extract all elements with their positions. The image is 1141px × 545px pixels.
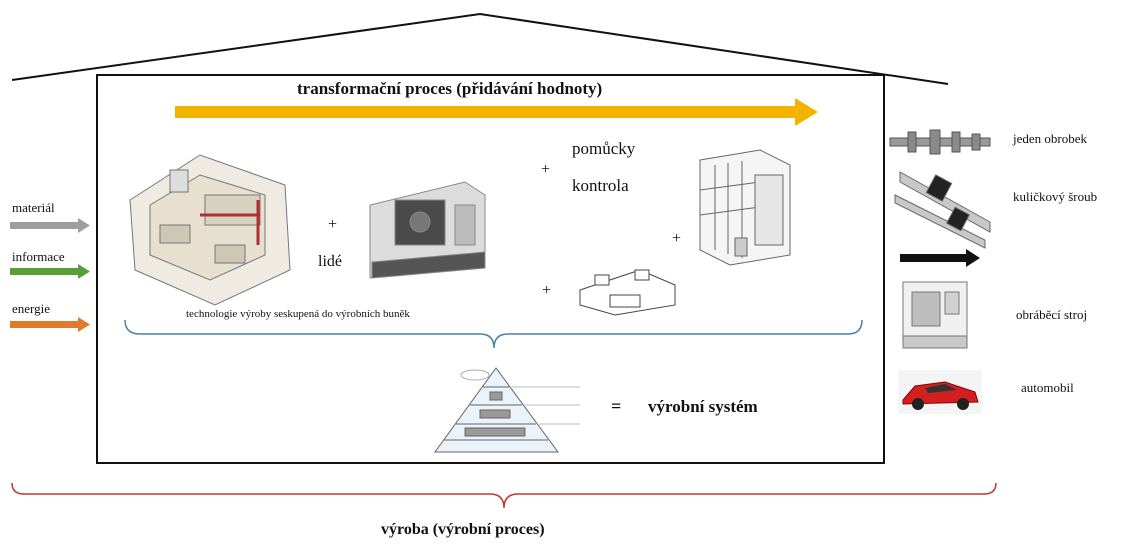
production-footer-label: výroba (výrobní proces) <box>381 521 545 538</box>
input-arrow-energy <box>10 317 90 332</box>
production-brace <box>11 482 997 509</box>
workpiece-illustration <box>889 129 991 155</box>
car-illustration <box>898 370 982 414</box>
machine-tool-illustration <box>902 281 968 349</box>
input-arrow-material <box>10 218 90 233</box>
output-workpiece-label: jeden obrobek <box>1013 131 1088 146</box>
plus-sign-4: + <box>542 282 552 299</box>
cnc-lathe-illustration <box>369 181 486 279</box>
equals-sign: = <box>611 396 622 416</box>
people-label: lidé <box>318 253 342 270</box>
fixture-illustration <box>579 269 676 316</box>
components-brace <box>124 319 863 349</box>
input-arrow-information <box>10 264 90 279</box>
house-frame <box>96 74 885 464</box>
output-ballscrew-label: kuličkový šroub <box>1013 189 1098 204</box>
process-arrow <box>175 98 818 126</box>
cells-caption: technologie výroby seskupená do výrobníc… <box>186 308 410 320</box>
output-arrow <box>900 249 980 267</box>
input-material-label: materiál <box>12 200 55 215</box>
plus-sign-1: + <box>328 216 338 233</box>
input-energy-label: energie <box>12 301 51 316</box>
output-machine-tool-label: obráběcí stroj <box>1016 307 1088 322</box>
pyramid-illustration <box>434 367 580 453</box>
aids-label: pomůcky <box>572 139 636 158</box>
plus-sign-2: + <box>541 161 551 178</box>
manufacturing-cell-illustration <box>129 154 291 306</box>
storage-rack-illustration <box>699 149 791 266</box>
plus-sign-3: + <box>672 230 682 247</box>
production-system-label: výrobní systém <box>648 397 758 416</box>
output-car-label: automobil <box>1021 380 1074 395</box>
ballscrew-illustration <box>894 171 991 249</box>
process-title: transformační proces (přidávání hodnoty) <box>297 79 603 98</box>
input-information-label: informace <box>12 249 65 264</box>
control-label: kontrola <box>572 176 629 195</box>
roof-line <box>11 12 949 85</box>
